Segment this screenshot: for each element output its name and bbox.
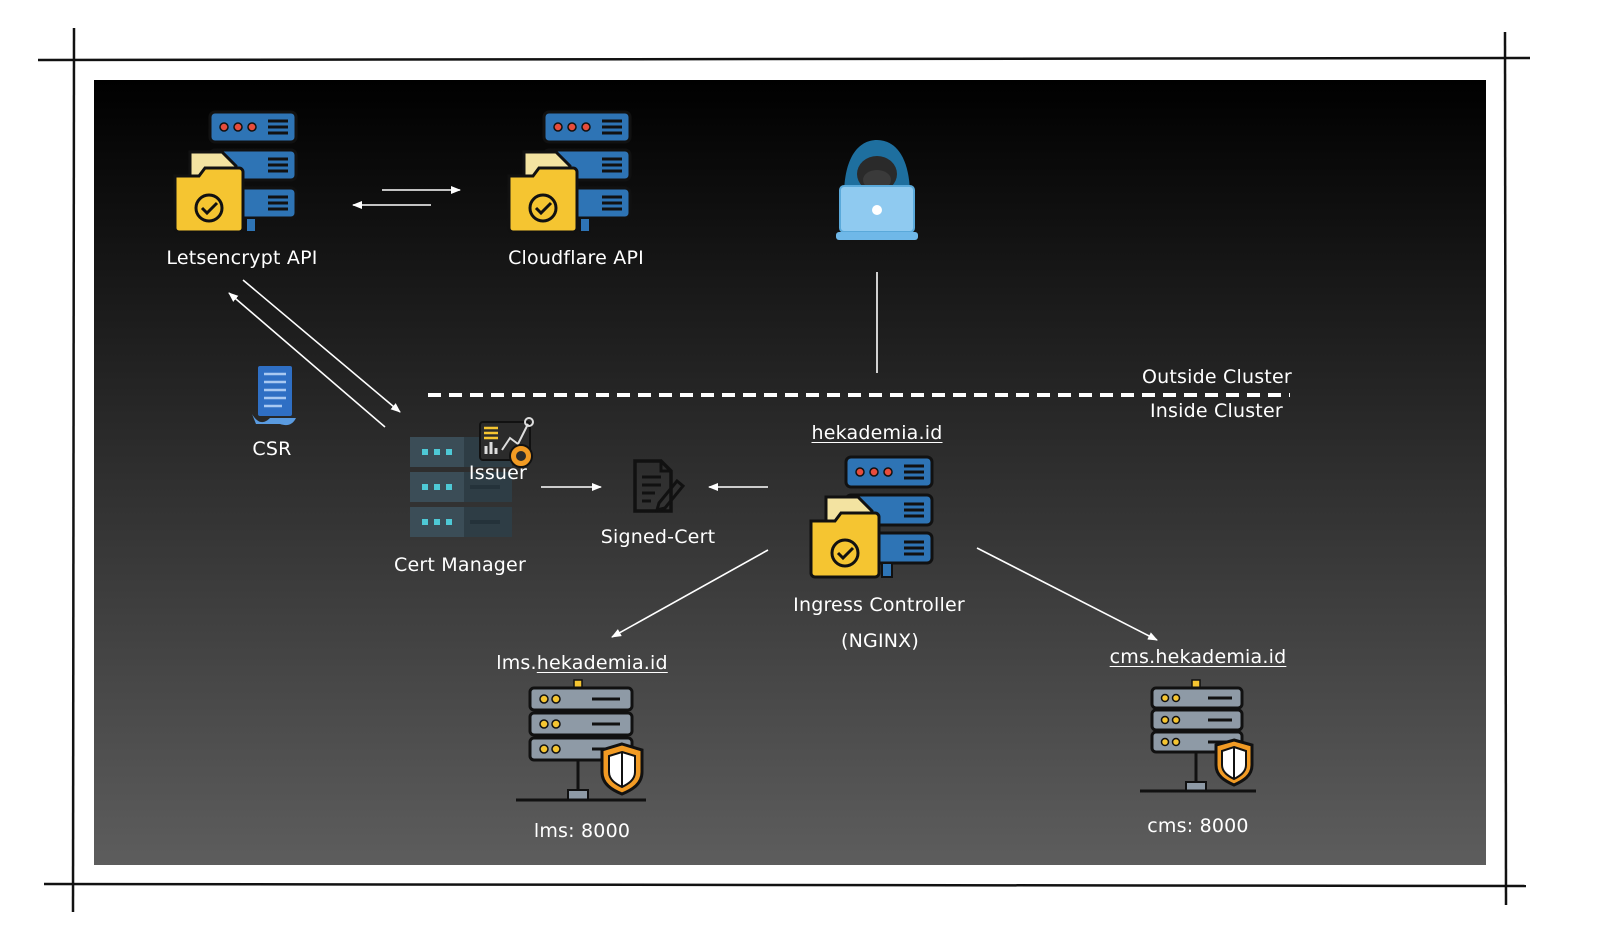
cms-server-icon bbox=[1140, 679, 1256, 793]
lms-host-prefix: lms. bbox=[496, 652, 537, 674]
sketch-frame bbox=[37, 27, 1531, 913]
cms-host-link[interactable]: cms.hekademia.id bbox=[1109, 646, 1287, 668]
issuer-dashboard-icon bbox=[479, 417, 534, 468]
cloudflare-server-icon bbox=[507, 110, 632, 234]
letsencrypt-label: Letsencrypt API bbox=[166, 247, 318, 269]
letsencrypt-server-icon bbox=[173, 110, 298, 234]
outside-cluster-label: Outside Cluster bbox=[1142, 366, 1292, 388]
lms-host-label: lms.hekademia.id bbox=[496, 652, 668, 674]
csr-label: CSR bbox=[252, 438, 292, 460]
cert-manager-icon bbox=[410, 437, 512, 537]
connectors bbox=[228, 186, 1158, 641]
cert-manager-label: Cert Manager bbox=[394, 554, 526, 576]
csr-document-icon bbox=[252, 366, 296, 426]
arrow-ingress-to-lms bbox=[611, 549, 769, 638]
arrow-ingress-to-cms bbox=[976, 547, 1158, 641]
lms-port-label: lms: 8000 bbox=[533, 820, 631, 842]
signed-cert-icon bbox=[633, 459, 686, 513]
user-laptop-icon bbox=[836, 140, 918, 240]
issuer-label: Issuer bbox=[468, 462, 528, 484]
signed-cert-label: Signed-Cert bbox=[600, 526, 716, 548]
diagram-panel bbox=[94, 80, 1486, 865]
arrow-cm-to-le bbox=[228, 292, 386, 428]
lms-server-icon bbox=[516, 679, 646, 802]
cloudflare-label: Cloudflare API bbox=[508, 247, 644, 269]
ingress-host-link[interactable]: hekademia.id bbox=[811, 422, 943, 444]
ingress-server-icon bbox=[809, 455, 934, 579]
inside-cluster-label: Inside Cluster bbox=[1150, 400, 1283, 422]
ingress-label-line2: (NGINX) bbox=[841, 630, 919, 652]
cms-port-label: cms: 8000 bbox=[1147, 815, 1249, 837]
arrow-le-to-cm bbox=[242, 279, 401, 413]
lms-host-link[interactable]: hekademia.id bbox=[536, 652, 668, 674]
ingress-label-line1: Ingress Controller bbox=[793, 594, 965, 616]
